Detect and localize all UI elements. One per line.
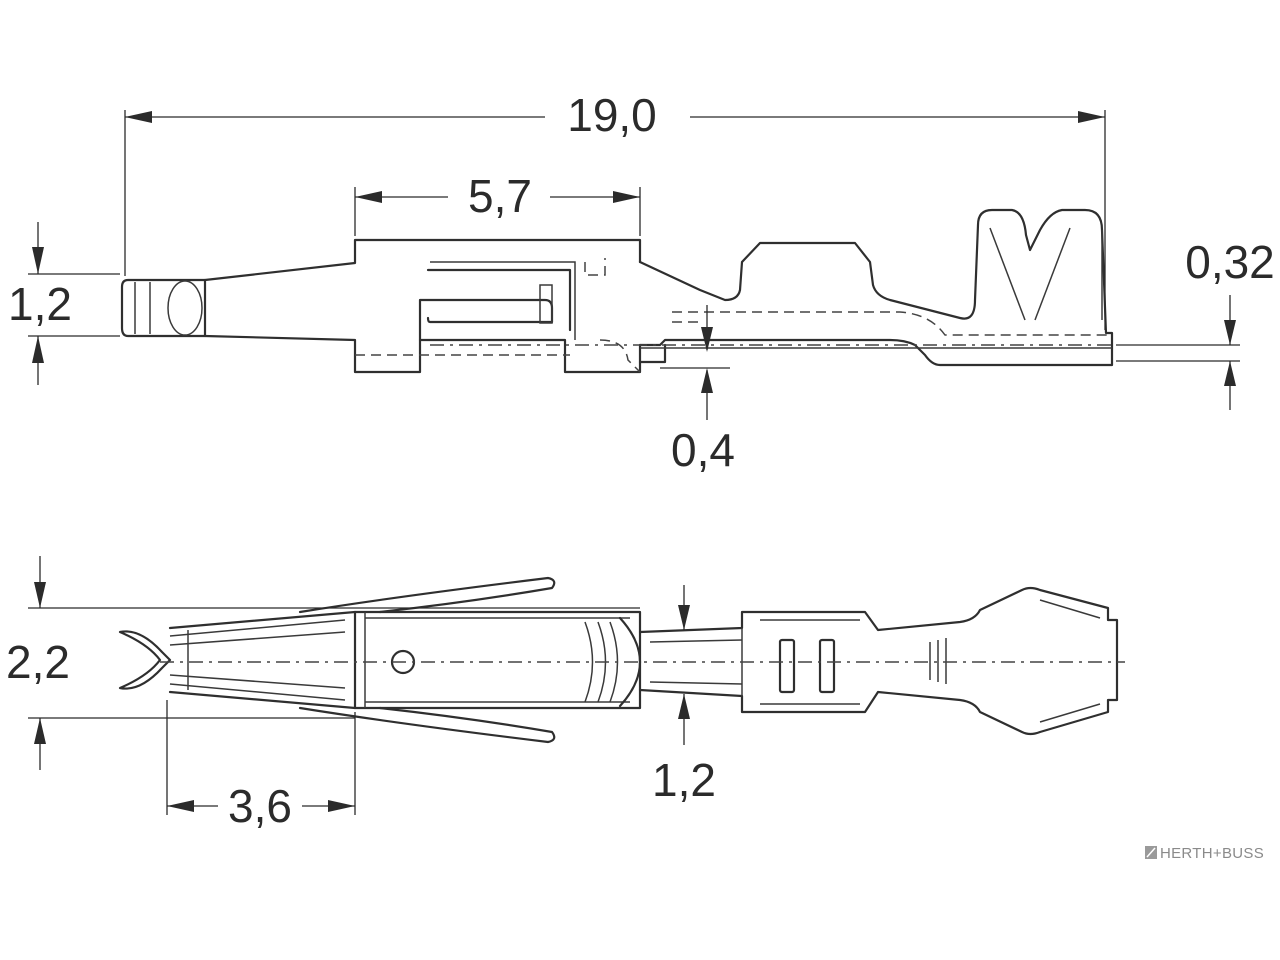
dim-contact-length xyxy=(166,700,356,815)
dim-material-thickness xyxy=(660,305,730,420)
terminal-top-view xyxy=(118,576,1125,744)
herth-buss-logo: HERTH+BUSS xyxy=(1145,845,1264,862)
dim-label-box-length: 5,7 xyxy=(468,170,532,222)
dim-material-thickness-tail xyxy=(1116,295,1240,410)
dim-label-material-thickness-tail: 0,32 xyxy=(1185,236,1275,288)
dim-neck-width xyxy=(678,585,690,745)
dim-label-spring-width: 2,2 xyxy=(6,636,70,688)
dim-label-pin-height: 1,2 xyxy=(8,278,72,330)
dim-label-neck-width: 1,2 xyxy=(652,754,716,806)
dim-label-contact-length: 3,6 xyxy=(228,780,292,832)
logo-text: HERTH+BUSS xyxy=(1160,845,1264,862)
dim-box-length xyxy=(354,187,641,236)
dim-spring-width xyxy=(28,556,640,770)
dim-label-overall-length: 19,0 xyxy=(567,89,657,141)
dim-overall-length xyxy=(124,110,1106,330)
dim-pin-height xyxy=(28,222,120,385)
dim-label-material-thickness: 0,4 xyxy=(671,424,735,476)
terminal-side-view xyxy=(120,208,1114,374)
